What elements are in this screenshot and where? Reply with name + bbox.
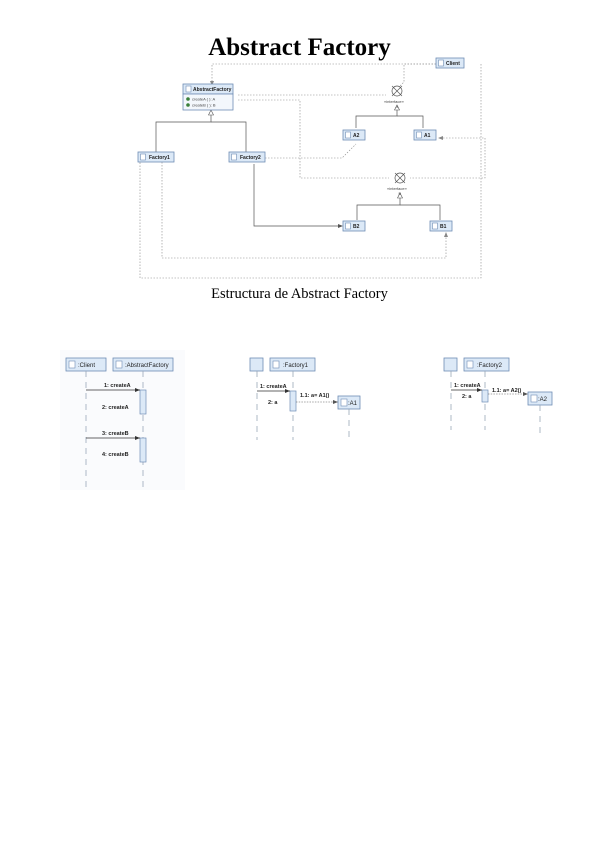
b1-label: B1 <box>440 224 447 230</box>
b2-realizes-b-edge <box>356 196 401 220</box>
activation-bar <box>139 437 147 463</box>
b1-class[interactable]: B1 <box>429 220 453 232</box>
caller-lifeline-header[interactable] <box>443 357 458 372</box>
client-to-abstractfactory-dependency <box>211 63 436 84</box>
sequence-diagram-2: :Factory1 1: createA 2: a 1.1: a= A1() :… <box>249 357 361 440</box>
interface-a-stereotype: «interface» <box>384 99 405 104</box>
method-icon <box>186 103 190 107</box>
client-lifeline-label: :Client <box>78 363 95 369</box>
method-icon <box>186 97 190 101</box>
page-title: Abstract Factory <box>208 34 391 61</box>
a2-label: A2 <box>353 133 360 139</box>
abstractfactory-class[interactable]: AbstractFactory createA ( ): A createB (… <box>182 83 234 111</box>
client-label: Client <box>446 61 460 67</box>
factory2-lifeline-label: :Factory2 <box>477 363 503 369</box>
a2-class[interactable]: A2 <box>342 129 366 141</box>
b2-label: B2 <box>353 224 360 230</box>
abstractfactory-label: AbstractFactory <box>193 87 232 93</box>
seq1-message-2: 2: createA <box>102 405 129 411</box>
a2-lifeline-label: :A2 <box>538 397 548 403</box>
seq3-message-1: 1: createA <box>454 383 481 389</box>
caller-lifeline-header[interactable] <box>249 357 264 372</box>
b2-class[interactable]: B2 <box>342 220 366 232</box>
method-createa: createA ( ): A <box>192 97 215 102</box>
a2-realizes-a-edge <box>355 108 398 128</box>
abstractfactory-lifeline-header[interactable]: :AbstractFactory <box>112 357 174 372</box>
abstractfactory-to-interface-b <box>238 99 389 179</box>
factory1-to-a1 <box>161 162 447 259</box>
client-lifeline-header[interactable]: :Client <box>65 357 107 372</box>
factory2-lifeline-header[interactable]: :Factory2 <box>463 357 510 372</box>
factory2-to-a2 <box>265 143 357 159</box>
factory1-class[interactable]: Factory1 <box>137 151 175 163</box>
client-class[interactable]: Client <box>435 57 465 69</box>
interface-b-name: B <box>399 191 402 196</box>
factory1-inherits-edge <box>155 113 212 152</box>
sequence-diagram-3: :Factory2 1: createA 2: a 1.1: a= A2() :… <box>443 357 553 435</box>
seq1-message-4: 4: createB <box>102 452 129 458</box>
interface-b-stereotype: «interface» <box>387 186 408 191</box>
client-to-b1-dependency <box>139 64 482 279</box>
abstractfactory-lifeline-label: :AbstractFactory <box>125 363 169 369</box>
seq3-message-2: 1.1: a= A2() <box>492 388 521 394</box>
b1-realizes-b-edge <box>400 204 441 220</box>
factory1-label: Factory1 <box>149 155 170 161</box>
factory2-class[interactable]: Factory2 <box>228 151 266 163</box>
seq2-message-3: 2: a <box>268 400 278 406</box>
factory1-to-b1-edge <box>410 137 486 179</box>
sequence-diagram-1: :Client :AbstractFactory 1: createA 2: c… <box>60 350 185 490</box>
method-createb: createB ( ): B <box>192 103 216 108</box>
factory2-inherits-edge <box>211 121 247 152</box>
diagram-caption: Estructura de Abstract Factory <box>211 286 388 302</box>
a1-label: A1 <box>424 133 431 139</box>
seq2-message-2: 1.1: a= A1() <box>300 393 329 399</box>
activation-bar <box>139 389 147 415</box>
a1-lifeline-header[interactable]: :A1 <box>337 395 361 410</box>
seq1-message-1: 1: createA <box>104 383 131 389</box>
seq1-message-3: 3: createB <box>102 431 129 437</box>
a2-lifeline-header[interactable]: :A2 <box>527 391 553 406</box>
factory1-lifeline-header[interactable]: :Factory1 <box>269 357 316 372</box>
class-diagram: Client AbstractFactory createA ( ): A cr… <box>137 57 486 279</box>
interface-a-name: A <box>396 104 399 109</box>
seq3-message-3: 2: a <box>462 394 472 400</box>
a1-lifeline-label: :A1 <box>348 401 358 407</box>
a1-class[interactable]: A1 <box>413 129 437 141</box>
activation-bar <box>481 389 489 403</box>
a1-realizes-a-edge <box>397 115 424 128</box>
factory1-lifeline-label: :Factory1 <box>283 363 309 369</box>
factory2-label: Factory2 <box>240 155 261 161</box>
seq2-message-1: 1: createA <box>260 384 287 390</box>
factory2-to-b2-edge <box>253 164 340 227</box>
client-to-a-dependency <box>399 63 436 87</box>
activation-bar <box>289 390 297 412</box>
